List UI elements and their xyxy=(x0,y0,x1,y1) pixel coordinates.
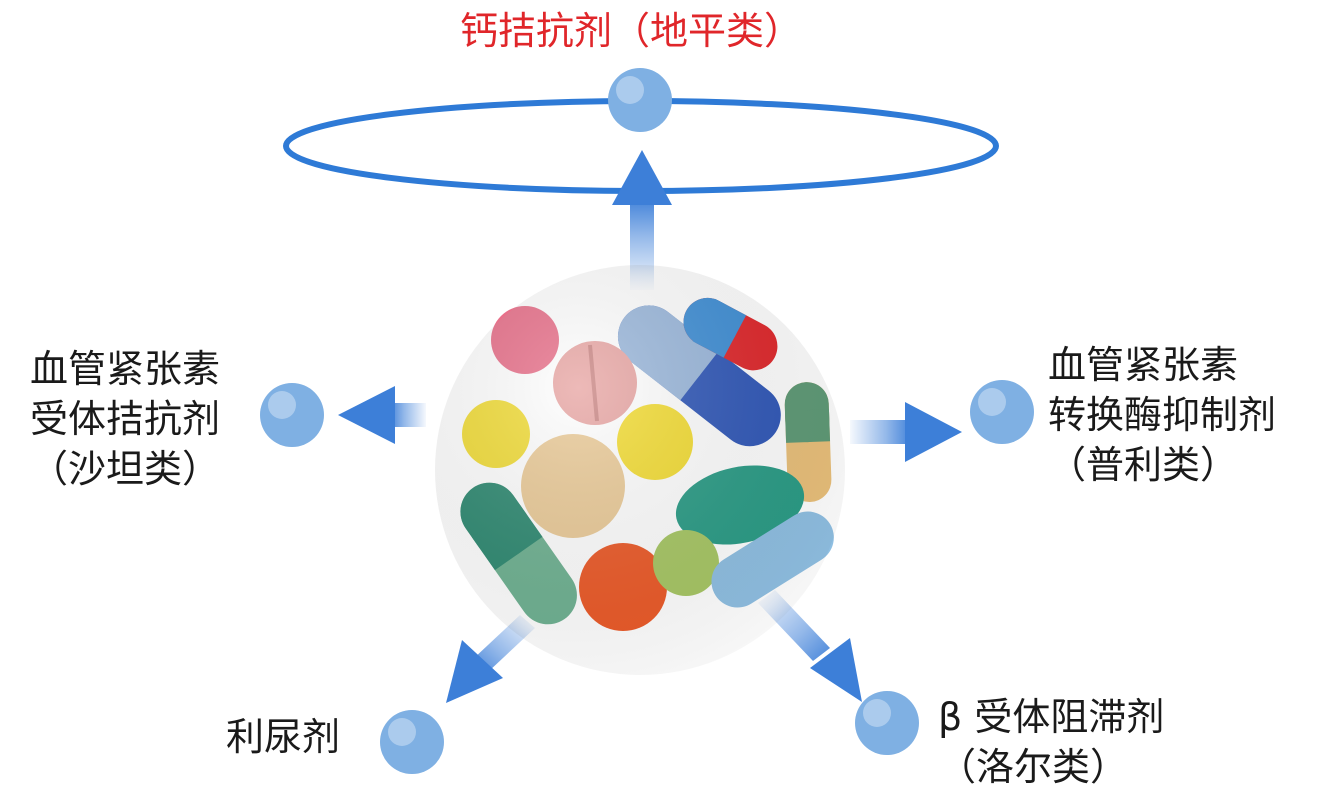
label-beta-blocker: β 受体阻滞剂 （洛尔类） xyxy=(938,692,1164,792)
node-left-sphere xyxy=(260,383,324,447)
label-arb-line-3: （沙坦类） xyxy=(30,447,221,491)
label-acei-line-1: 血管紧张素 xyxy=(1048,343,1239,387)
label-arb-line-2: 受体拮抗剂 xyxy=(30,397,221,441)
arrow-left xyxy=(338,386,426,444)
label-beta-blocker-line-1: β 受体阻滞剂 xyxy=(938,695,1165,739)
label-arb-line-1: 血管紧张素 xyxy=(30,347,221,391)
label-acei-line-3: （普利类） xyxy=(1048,443,1239,487)
label-calcium-channel-blocker: 钙拮抗剂（地平类） xyxy=(460,9,803,53)
arrow-right xyxy=(850,402,962,462)
node-bottom-right-sphere xyxy=(855,691,919,755)
label-diuretic: 利尿剂 xyxy=(226,715,341,759)
label-arb: 血管紧张素 受体拮抗剂 （沙坦类） xyxy=(30,344,220,494)
label-acei: 血管紧张素 转换酶抑制剂 （普利类） xyxy=(1048,340,1276,490)
label-beta-blocker-line-2: （洛尔类） xyxy=(938,745,1129,789)
node-top-sphere xyxy=(608,68,672,132)
node-right-sphere xyxy=(970,380,1034,444)
label-acei-line-2: 转换酶抑制剂 xyxy=(1048,393,1277,437)
pills-cluster xyxy=(435,265,845,675)
node-bottom-left-sphere xyxy=(380,710,444,774)
